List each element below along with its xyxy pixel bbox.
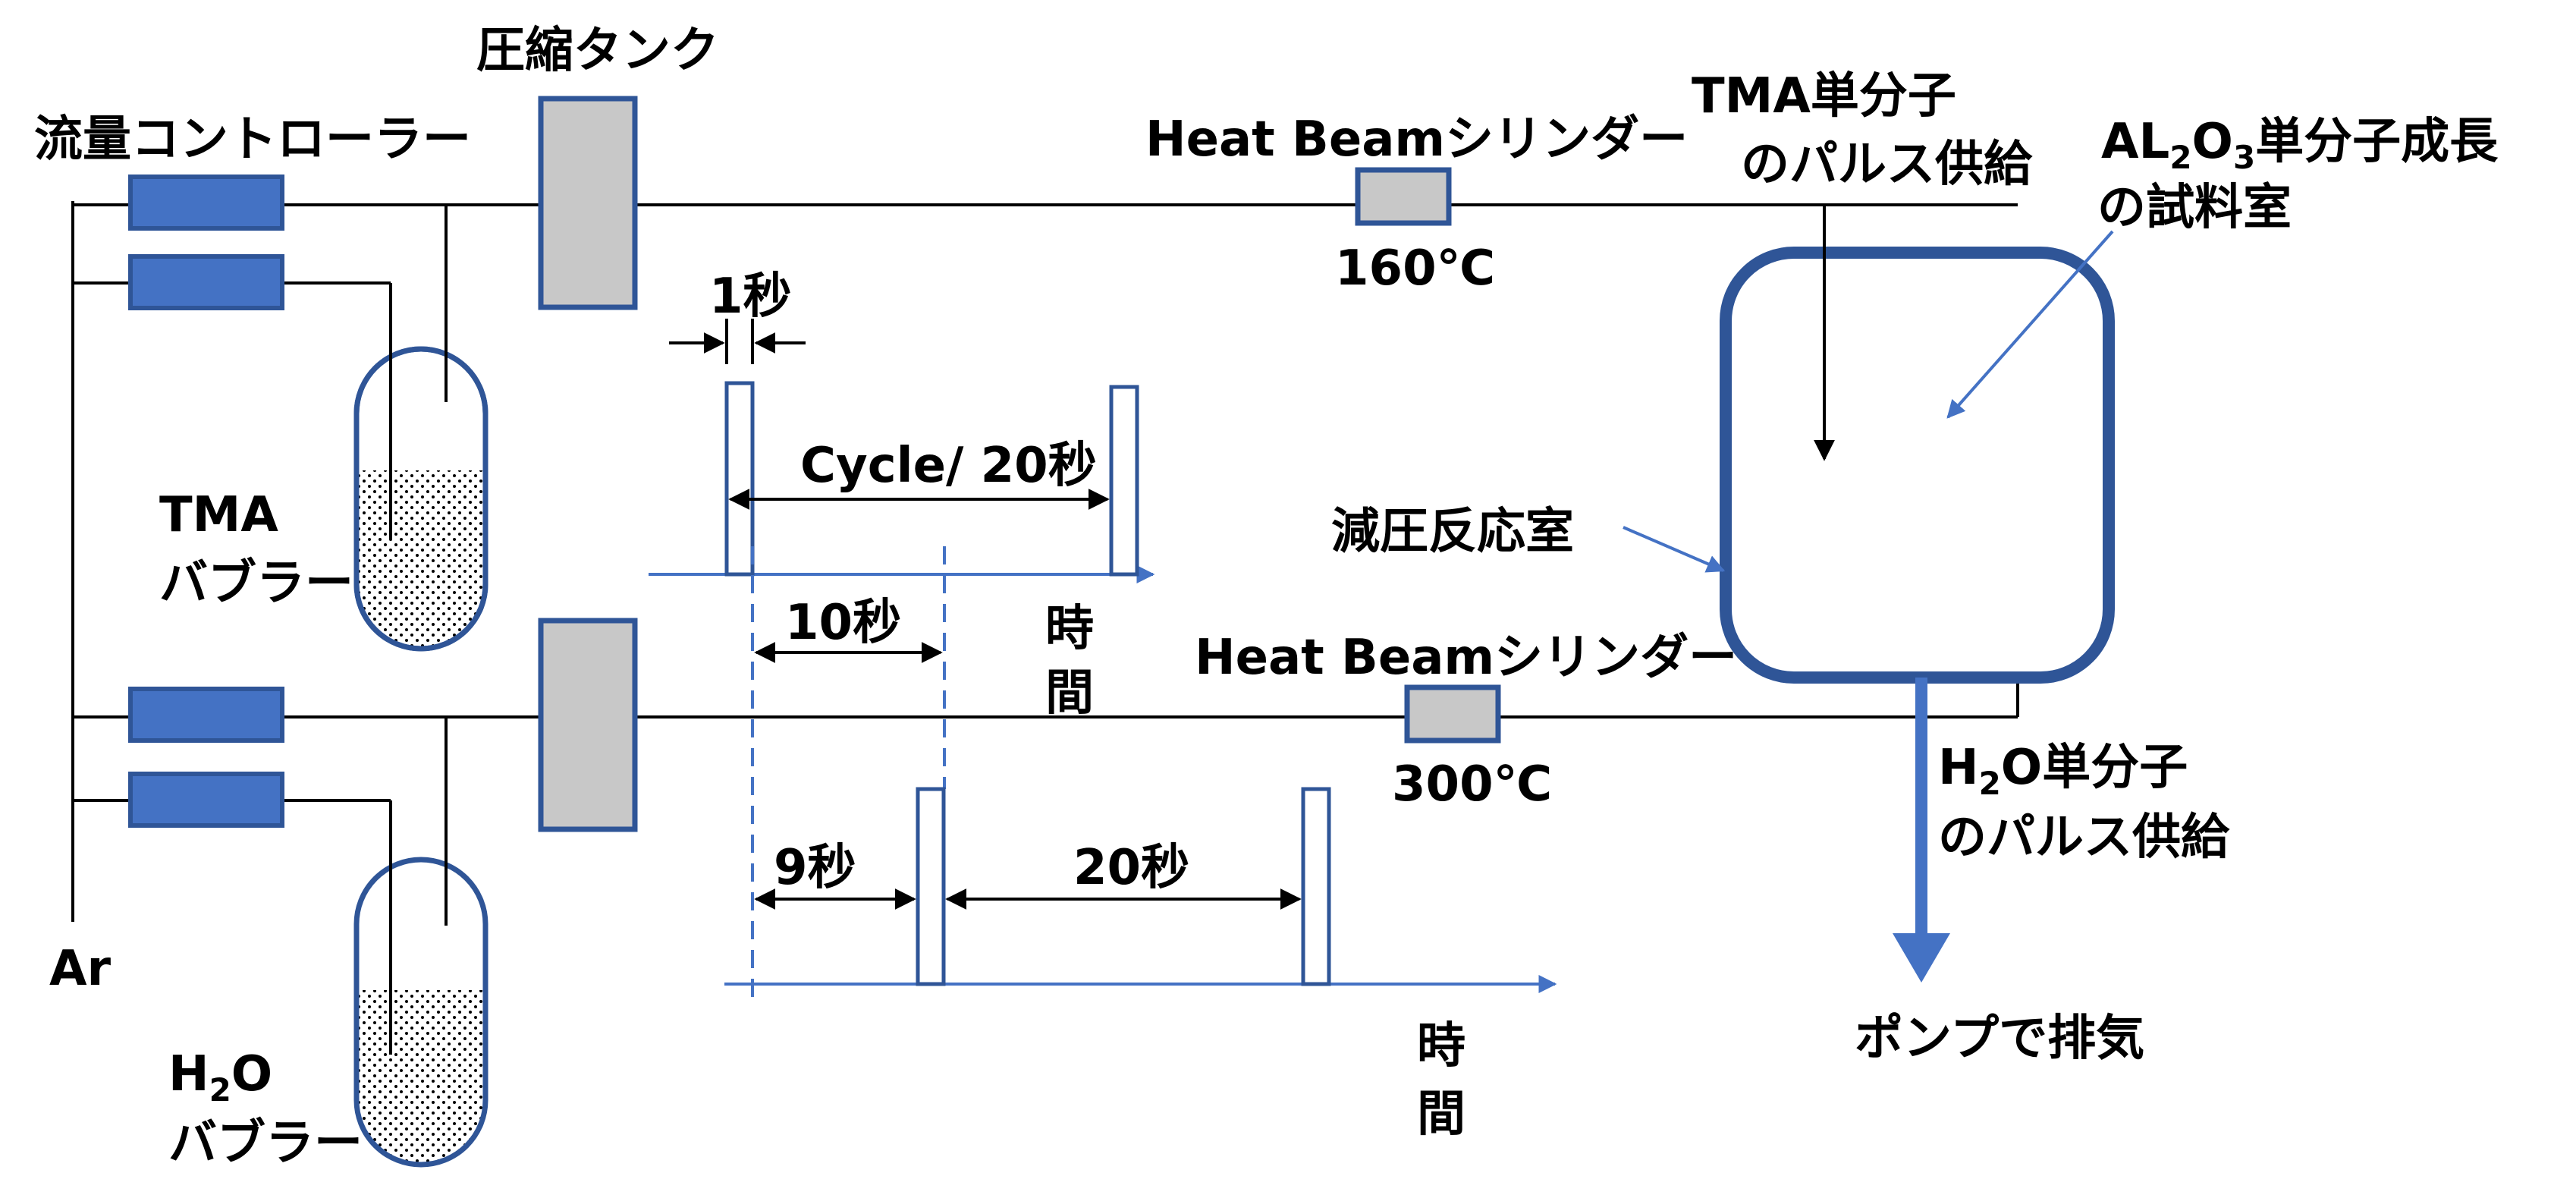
ar-label: Ar	[49, 941, 112, 997]
compress-tank-bottom	[538, 618, 638, 832]
temp-top-label: 160℃	[1335, 241, 1495, 297]
tma-pulse-label-2: のパルス供給	[1741, 137, 2033, 193]
pump-exhaust-arrowhead	[1893, 933, 1950, 983]
flow-controller-label: 流量コントローラー	[34, 112, 471, 168]
heat-beam-bottom-label: Heat Beamシリンダー	[1195, 630, 1737, 686]
h2o-pulse-1	[916, 787, 946, 986]
cycle-label: Cycle/ 20秒	[800, 438, 1097, 494]
al2o3-label-2: の試料室	[2097, 180, 2292, 236]
time-top-label-2: 間	[1045, 665, 1094, 722]
twenty-sec-label: 20秒	[1073, 840, 1189, 896]
tma-bubbler-label-2: バブラー	[159, 555, 353, 612]
heat-beam-top-label: Heat Beamシリンダー	[1145, 112, 1688, 168]
h2o-bubbler	[353, 717, 488, 1168]
pump-label: ポンプで排気	[1855, 1011, 2144, 1067]
heat-beam-cylinder-bottom	[1404, 684, 1501, 744]
reduced-chamber-pointer-arrow	[1623, 526, 1726, 573]
one-sec-label: 1秒	[709, 269, 792, 325]
h2o-pulse-label-1: H2O単分子	[1938, 740, 2188, 802]
al2o3-label-1: AL2O3単分子成長	[2101, 114, 2499, 176]
tma-pulse-label-1: TMA単分子	[1692, 68, 1956, 124]
reaction-chamber	[1720, 247, 2115, 684]
flow-controller-h2o-2	[128, 772, 284, 828]
al2o3-pointer-arrow	[1946, 230, 2114, 419]
h2o-bubbler-label-1: H2O	[168, 1046, 272, 1108]
ten-sec-label: 10秒	[785, 595, 901, 651]
tma-pulse-2	[1109, 385, 1139, 577]
tma-bubbler	[353, 205, 488, 652]
time-bottom-label-1: 時	[1417, 1018, 1465, 1074]
temp-bottom-label: 300℃	[1392, 756, 1552, 813]
h2o-pulse-2	[1301, 787, 1331, 986]
heat-beam-cylinder-top	[1355, 167, 1452, 226]
time-top-label-1: 時	[1045, 601, 1094, 657]
nine-sec-label: 9秒	[774, 840, 856, 896]
time-bottom-label-2: 間	[1417, 1086, 1465, 1143]
compress-tank-top	[538, 96, 638, 310]
reduced-chamber-label: 減圧反応室	[1331, 504, 1574, 560]
tma-pulse-1	[724, 381, 755, 577]
compress-tank-label: 圧縮タンク	[476, 23, 719, 79]
flow-controller-h2o-1	[128, 687, 284, 743]
tma-bubbler-label-1: TMA	[159, 487, 278, 543]
h2o-bubbler-label-2: バブラー	[168, 1115, 363, 1171]
flow-controller-tma-2	[128, 254, 284, 310]
h2o-pulse-label-2: のパルス供給	[1938, 810, 2230, 866]
flow-controller-tma-1	[128, 175, 284, 231]
